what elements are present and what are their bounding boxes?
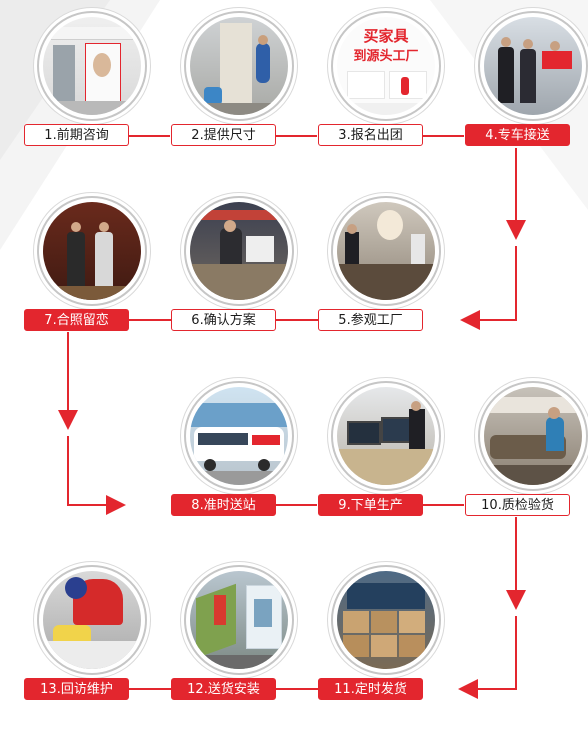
step-6: 6.确认方案 — [171, 196, 311, 371]
step-10: 10.质检验货 — [465, 381, 588, 556]
step-5-photo — [331, 196, 441, 306]
step-7-photo — [37, 196, 147, 306]
step-3-label: 3.报名出团 — [318, 124, 423, 146]
step-13-photo — [37, 565, 147, 675]
step-6-photo — [184, 196, 294, 306]
step-8-photo — [184, 381, 294, 491]
step-8: 8.准时送站 — [171, 381, 311, 556]
step-7-label: 7.合照留恋 — [24, 309, 129, 331]
step-13-label: 13.回访维护 — [24, 678, 129, 700]
step-4-label: 4.专车接送 — [465, 124, 570, 146]
step-6-label: 6.确认方案 — [171, 309, 276, 331]
poster-line1: 买家具 — [363, 27, 409, 45]
step-12-label: 12.送货安装 — [171, 678, 276, 700]
step-4-photo — [478, 11, 588, 121]
step-3: 买家具 到源头工厂 3.报名出团 — [318, 11, 458, 186]
step-13: 13.回访维护 — [24, 565, 164, 740]
step-9-photo — [331, 381, 441, 491]
step-11-label: 11.定时发货 — [318, 678, 423, 700]
step-12-photo — [184, 565, 294, 675]
step-8-label: 8.准时送站 — [171, 494, 276, 516]
step-11: 11.定时发货 — [318, 565, 458, 740]
step-10-photo — [478, 381, 588, 491]
process-flow-diagram: 1.前期咨询 2.提供尺寸 买家具 到源头工厂 3.报名出团 — [0, 0, 588, 700]
step-9: 9.下单生产 — [318, 381, 458, 556]
step-9-label: 9.下单生产 — [318, 494, 423, 516]
step-7: 7.合照留恋 — [24, 196, 164, 371]
step-1-photo — [37, 11, 147, 121]
step-2: 2.提供尺寸 — [171, 11, 311, 186]
step-1: 1.前期咨询 — [24, 11, 164, 186]
step-3-photo: 买家具 到源头工厂 — [331, 11, 441, 121]
step-1-label: 1.前期咨询 — [24, 124, 129, 146]
step-12: 12.送货安装 — [171, 565, 311, 740]
poster-line2: 到源头工厂 — [353, 49, 419, 64]
step-10-label: 10.质检验货 — [465, 494, 570, 516]
step-4: 4.专车接送 — [465, 11, 588, 186]
step-11-photo — [331, 565, 441, 675]
step-5: 5.参观工厂 — [318, 196, 458, 371]
step-5-label: 5.参观工厂 — [318, 309, 423, 331]
step-2-photo — [184, 11, 294, 121]
step-2-label: 2.提供尺寸 — [171, 124, 276, 146]
